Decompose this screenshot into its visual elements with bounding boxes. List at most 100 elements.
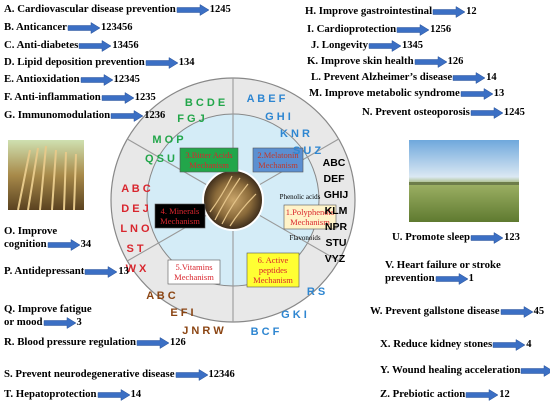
- right-arrow-icon: [500, 305, 534, 318]
- mechanism-codes: 123: [504, 232, 520, 243]
- benefit-label: D. Lipid deposition prevention: [4, 56, 145, 68]
- mechanism-codes: 14: [486, 72, 497, 83]
- right-arrow-icon: [470, 106, 504, 119]
- peptide-letters-1: G K I: [281, 309, 307, 321]
- bitter-acids-line1: 3.Bitter Acids: [185, 150, 232, 160]
- right-arrow-icon: [85, 265, 118, 278]
- mechanism-codes: 1245: [503, 107, 525, 118]
- mechanism-codes: 34: [80, 239, 92, 250]
- mechanism-codes: 12345: [113, 74, 140, 85]
- right-arrow-icon: [368, 39, 402, 52]
- right-arrow-icon: [176, 3, 210, 16]
- right-arrow-icon: [79, 39, 112, 52]
- mechanism-codes: 14: [130, 389, 142, 400]
- polyphenol-letters-1: DEF: [324, 173, 346, 185]
- benefit-label: B. Anticancer: [4, 21, 67, 33]
- polyphenol-letters-2: GHIJ: [324, 189, 349, 201]
- peptides-line2: peptides: [259, 265, 287, 275]
- left-benefit-item: R. Blood pressure regulation 126: [4, 336, 186, 349]
- right-arrow-icon: [136, 336, 170, 349]
- right-benefit-item: L. Prevent Alzheimer’s disease 14: [311, 71, 497, 84]
- right-arrow-icon: [460, 87, 494, 100]
- melatonin-box: [252, 147, 304, 173]
- melatonin-line1: 2.Melatonin: [257, 150, 299, 160]
- polyphenol-letters-6: VYZ: [325, 253, 346, 265]
- benefit-label: Y. Wound healing acceleration: [380, 364, 521, 376]
- right-arrow-icon: [110, 109, 144, 122]
- melatonin-letters-0: A B E F: [247, 93, 286, 105]
- wheat-field-photo: [409, 140, 519, 222]
- polyphenol-letters-0: ABC: [323, 157, 346, 169]
- mechanism-codes: 1235: [134, 92, 156, 103]
- right-arrow-icon: [452, 71, 486, 84]
- right-arrow-icon: [101, 91, 135, 104]
- benefit-label: X. Reduce kidney stones: [380, 338, 493, 350]
- benefit-label: G. Immunomodulation: [4, 109, 111, 121]
- polyphenol-letters-5: STU: [326, 237, 347, 249]
- mechanism-codes: 12346: [208, 369, 235, 380]
- left-benefit-item: B. Anticancer 123456: [4, 21, 132, 34]
- peptides-line3: Mechanism: [253, 275, 293, 285]
- mechanism-codes: 13: [493, 88, 505, 99]
- mechanism-codes: 4: [526, 339, 532, 350]
- benefit-label-line2: or mood: [4, 316, 43, 328]
- melatonin-letters-1: G H I: [265, 111, 291, 123]
- right-benefit-item: N. Prevent osteoporosis 1245: [362, 106, 525, 119]
- minerals-letters-0: A B C: [121, 183, 151, 195]
- mechanism-codes: 126: [169, 337, 186, 348]
- benefit-label: N. Prevent osteoporosis: [362, 106, 470, 118]
- benefit-label: R. Blood pressure regulation: [4, 336, 136, 348]
- right-benefit-item: X. Reduce kidney stones 4: [380, 338, 531, 351]
- right-arrow-icon: [175, 368, 209, 381]
- peptide-letters-0: R S: [307, 286, 325, 298]
- phenolic-acids-note: Phenolic acids: [280, 193, 321, 201]
- mechanism-codes: 123456: [100, 22, 133, 33]
- bitter-letters-0: B C D E: [185, 97, 225, 109]
- mechanism-codes: 13: [118, 266, 129, 277]
- mechanism-codes: 126: [447, 56, 464, 67]
- benefit-label: H. Improve gastrointestinal: [305, 5, 433, 17]
- mechanism-codes: 45: [533, 306, 545, 317]
- benefit-label: L. Prevent Alzheimer’s disease: [311, 71, 453, 83]
- polyphenol-letters-4: NPR: [325, 221, 348, 233]
- benefit-label-line2: cognition: [4, 238, 47, 250]
- benefit-label: U. Promote sleep: [392, 231, 471, 243]
- bitter-acids-line2: Mechanism: [189, 160, 229, 170]
- benefit-label: O. Improve: [4, 225, 58, 237]
- benefit-label-line2: prevention: [385, 272, 435, 284]
- benefit-label: W. Prevent gallstone disease: [370, 305, 500, 317]
- polyphenols-box: [283, 204, 337, 230]
- benefit-label: Q. Improve fatigue: [4, 303, 92, 315]
- polyphenols-line2: Mechanism: [290, 217, 330, 227]
- mechanism-codes: 13456: [112, 40, 139, 51]
- active-peptides-box: [246, 252, 300, 288]
- right-arrow-icon: [414, 55, 448, 68]
- right-arrow-icon: [67, 21, 101, 34]
- wheat-closeup-photo: [8, 140, 84, 210]
- benefit-label: A. Cardiovascular disease prevention: [4, 3, 176, 15]
- bitter-letters-2: M O P: [152, 134, 183, 146]
- vitamins-line1: 5.Vitamins: [175, 262, 212, 272]
- vitamin-letters-1: E F I: [170, 307, 193, 319]
- melatonin-letters-3: S U Z: [293, 145, 321, 157]
- bitter-acids-box: [179, 147, 239, 173]
- right-arrow-icon: [492, 338, 526, 351]
- minerals-line1: 4. Minerals: [161, 206, 200, 216]
- right-arrow-icon: [470, 231, 504, 244]
- mechanism-codes: 134: [178, 57, 195, 68]
- right-benefit-item: U. Promote sleep 123: [392, 231, 520, 244]
- right-arrow-icon: [396, 23, 430, 36]
- right-arrow-icon: [521, 364, 550, 377]
- benefit-label: Z. Prebiotic action: [380, 388, 466, 400]
- left-benefit-item: D. Lipid deposition prevention 134: [4, 56, 195, 69]
